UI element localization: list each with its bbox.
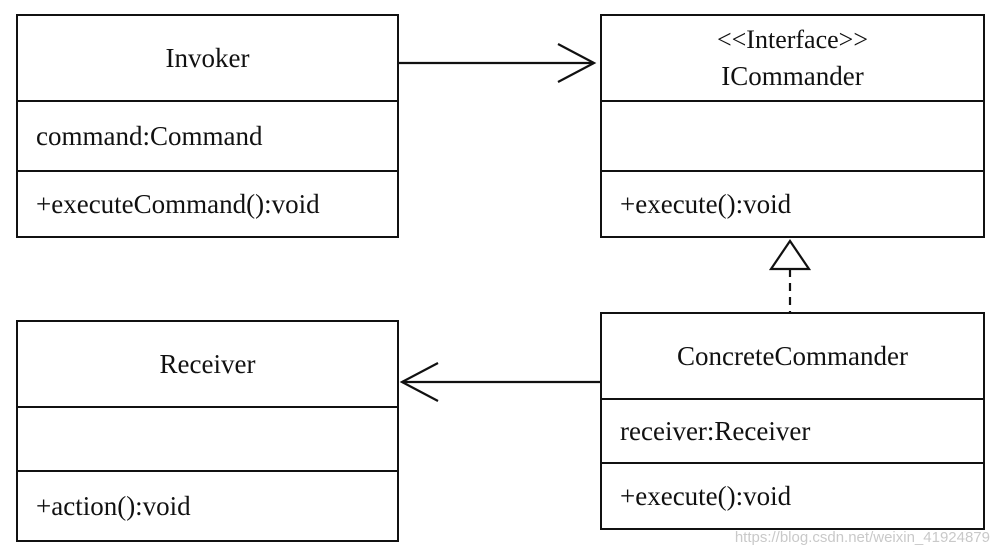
- attribute-text: receiver:Receiver: [620, 415, 811, 446]
- realization-triangle: [768, 239, 812, 271]
- attribute-compartment: [18, 406, 397, 470]
- watermark-text: https://blog.csdn.net/weixin_41924879: [734, 529, 990, 546]
- class-receiver: Receiver +action():void: [16, 320, 399, 542]
- operation-text: +action():void: [36, 490, 191, 521]
- invoker-to-icommander-arrowhead: [557, 43, 597, 83]
- operation-compartment: +executeCommand():void: [18, 170, 397, 236]
- class-name: Invoker: [165, 42, 250, 73]
- attribute-text: command:Command: [36, 120, 263, 151]
- class-concrete-commander: ConcreteCommander receiver:Receiver +exe…: [600, 312, 985, 530]
- operation-compartment: +execute():void: [602, 462, 983, 528]
- class-name: ICommander: [721, 60, 864, 91]
- attribute-compartment: command:Command: [18, 100, 397, 170]
- operation-compartment: +action():void: [18, 470, 397, 540]
- attribute-compartment: [602, 100, 983, 170]
- stereotype-label: <<Interface>>: [716, 24, 868, 54]
- class-name-compartment: <<Interface>> ICommander: [602, 16, 983, 100]
- attribute-compartment: receiver:Receiver: [602, 398, 983, 462]
- class-name-compartment: Receiver: [18, 322, 397, 406]
- operation-text: +execute():void: [620, 188, 792, 219]
- operation-text: +executeCommand():void: [36, 188, 320, 219]
- class-name: ConcreteCommander: [677, 340, 908, 371]
- operation-compartment: +execute():void: [602, 170, 983, 236]
- concrete-to-receiver-arrowhead: [399, 362, 439, 402]
- class-invoker: Invoker command:Command +executeCommand(…: [16, 14, 399, 238]
- class-name: Receiver: [159, 348, 256, 379]
- class-name-compartment: Invoker: [18, 16, 397, 100]
- class-name-compartment: ConcreteCommander: [602, 314, 983, 398]
- class-icommander: <<Interface>> ICommander +execute():void: [600, 14, 985, 238]
- operation-text: +execute():void: [620, 480, 792, 511]
